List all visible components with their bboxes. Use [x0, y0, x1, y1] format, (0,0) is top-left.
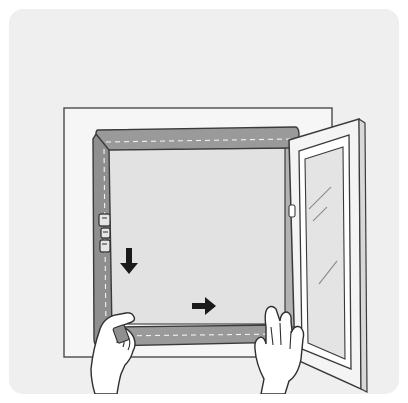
right-arrow-icon — [192, 297, 216, 315]
window-opening — [108, 141, 290, 325]
down-arrow-icon — [120, 248, 138, 274]
left-hand-icon — [90, 312, 136, 394]
open-window-sash-icon — [288, 117, 368, 393]
right-hand-icon — [254, 305, 305, 394]
strap-buckle-icon — [98, 213, 111, 253]
instruction-illustration-card — [9, 9, 399, 394]
window-tape-illustration — [63, 107, 368, 394]
